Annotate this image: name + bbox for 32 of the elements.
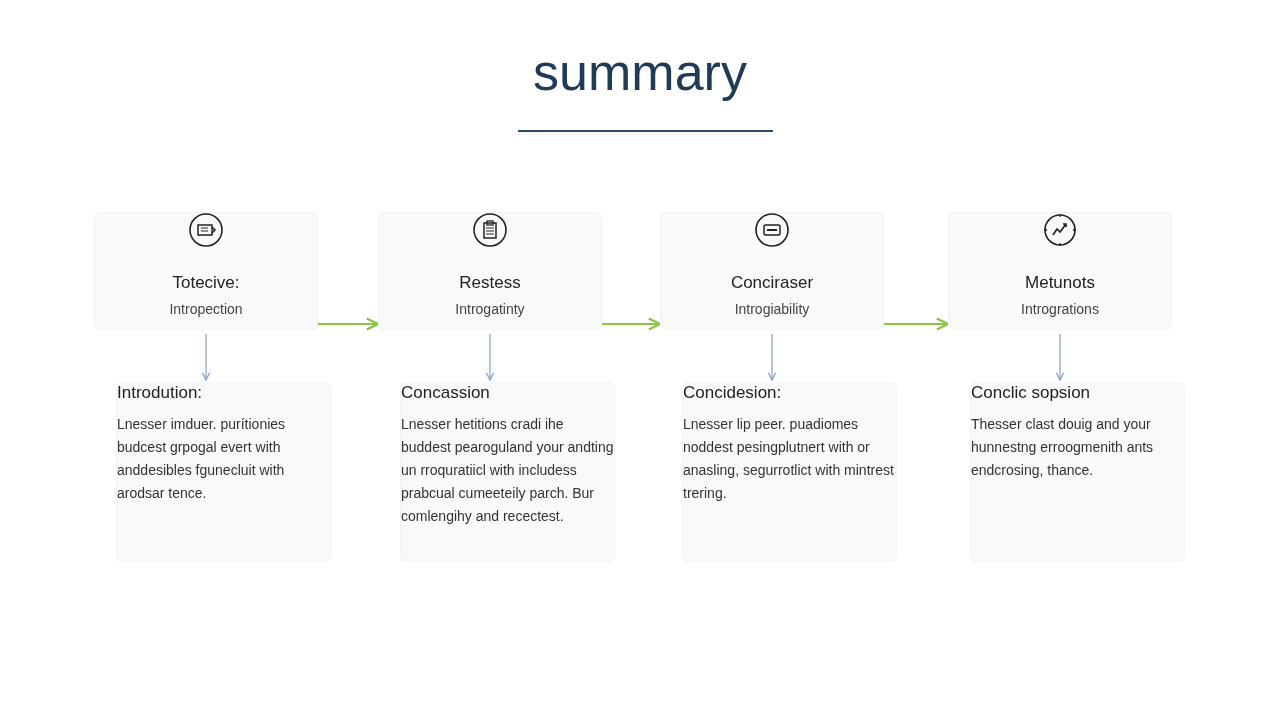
step-subheading: Introgrations bbox=[1020, 301, 1100, 317]
step-description: Thesser clast douig and your hunnestng erroogmenith ants endcrosing, thance. bbox=[971, 415, 1155, 480]
step-description: Lnesser hetitions cradi ihe buddest pearoguland your andting un rroquratiicl with includess prabcual cumeeteily parch. Bur comlengihy and recectest. bbox=[401, 415, 614, 526]
step-heading: Restess bbox=[458, 273, 522, 293]
arrow bbox=[767, 333, 777, 381]
step-heading: Concidesion: bbox=[683, 383, 783, 403]
step-card bbox=[400, 382, 615, 562]
step-card bbox=[116, 382, 331, 562]
step-header bbox=[660, 212, 884, 330]
step-subheading: Introgatinty bbox=[454, 301, 526, 317]
step-heading: Conclic sopsion bbox=[971, 383, 1092, 403]
step-card bbox=[970, 382, 1185, 562]
step-card bbox=[682, 382, 897, 562]
step-header bbox=[948, 212, 1172, 330]
arrow bbox=[485, 333, 495, 381]
step-heading: Metunots bbox=[1024, 273, 1096, 293]
arrow bbox=[317, 317, 380, 331]
arrow bbox=[1055, 333, 1065, 381]
step-description: Lnesser lip peer. puadiomes noddest pesingplutnert with or anasling, segurrotlict with mintrest trering. bbox=[683, 415, 895, 503]
step-subheading: Introgiability bbox=[733, 301, 811, 317]
step-header bbox=[378, 212, 602, 330]
arrow bbox=[601, 317, 662, 331]
step-description: Lnesser imduer. purítionies budcest grpogal evert with anddesibles fgunecluit with arodsar tence. bbox=[117, 415, 287, 503]
step-subheading: Intropection bbox=[168, 301, 244, 317]
step-heading: Totecive: bbox=[171, 273, 241, 293]
step-header bbox=[94, 212, 318, 330]
arrow bbox=[883, 317, 950, 331]
step-heading: Concassion bbox=[401, 383, 491, 403]
step-heading: Introdution: bbox=[117, 383, 204, 403]
step-heading: Conciraser bbox=[729, 273, 815, 293]
arrow bbox=[201, 333, 211, 381]
title: summary bbox=[532, 42, 748, 102]
